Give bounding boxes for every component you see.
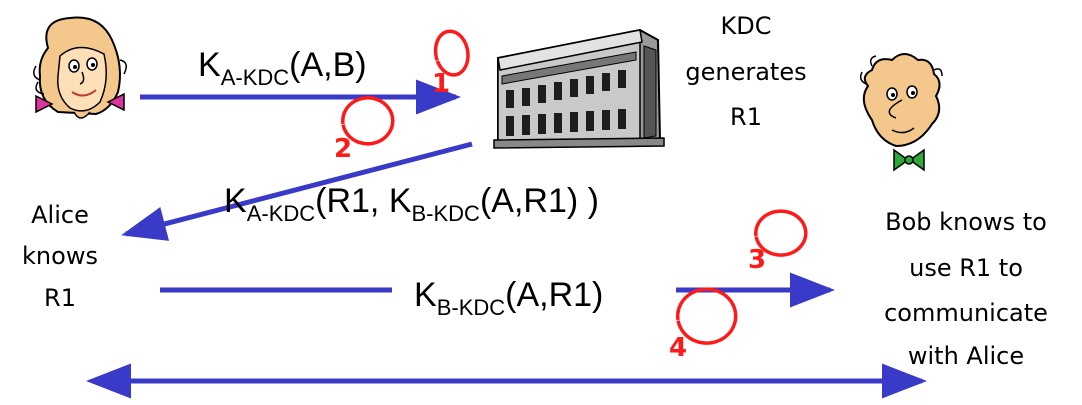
alice-note: Alice knows R1 [22,201,98,312]
arrow-step-2 [121,141,473,241]
message-1-key: K [198,46,221,84]
kdc-note-line-3: R1 [730,103,762,131]
alice-cartoon-icon [33,16,127,119]
message-2-label: KA-KDC(R1, KB-KDC(A,R1) ) [224,182,599,226]
bob-note: Bob knows to use R1 to communicate with … [884,208,1048,370]
step-4-marker: 4 [669,287,738,363]
kdc-note-line-1: KDC [721,12,772,40]
bob-note-line-1: Bob knows to [885,208,1047,236]
bob-note-line-2: use R1 to [909,254,1023,282]
bob-note-line-4: with Alice [908,342,1024,370]
message-2-key: K [224,182,247,220]
step-4-number: 4 [669,333,687,363]
message-3-args: (A,R1) [505,276,603,314]
message-3-key: K [414,276,437,314]
step-3-number: 3 [748,245,766,275]
message-1-args: (A,B) [289,46,366,84]
step-1-number: 1 [432,69,450,99]
step-3-marker: 3 [748,209,808,275]
alice-note-line-1: Alice [31,201,89,229]
message-2-mid: (R1, K [315,182,412,220]
bob-cartoon-icon [859,53,943,172]
message-2-inner-key-sub: B-KDC [412,201,481,226]
step-2-marker: 2 [334,96,395,164]
message-1-label: KA-KDC(A,B) [198,46,367,90]
step-1-marker: 1 [432,29,470,99]
kdc-building-icon [493,28,665,149]
alice-note-line-3: R1 [44,284,76,312]
alice-note-line-2: knows [22,242,98,270]
message-1-key-sub: A-KDC [221,65,290,90]
kdc-note-line-2: generates [685,58,806,86]
message-3-label: KB-KDC(A,R1) [414,276,603,320]
message-2-key-sub: A-KDC [247,201,316,226]
step-2-number: 2 [334,134,352,164]
kdc-note: KDC generates R1 [685,12,806,131]
message-2-args: (A,R1) ) [480,182,599,220]
message-3-key-sub: B-KDC [437,295,506,320]
bob-note-line-3: communicate [884,299,1048,327]
